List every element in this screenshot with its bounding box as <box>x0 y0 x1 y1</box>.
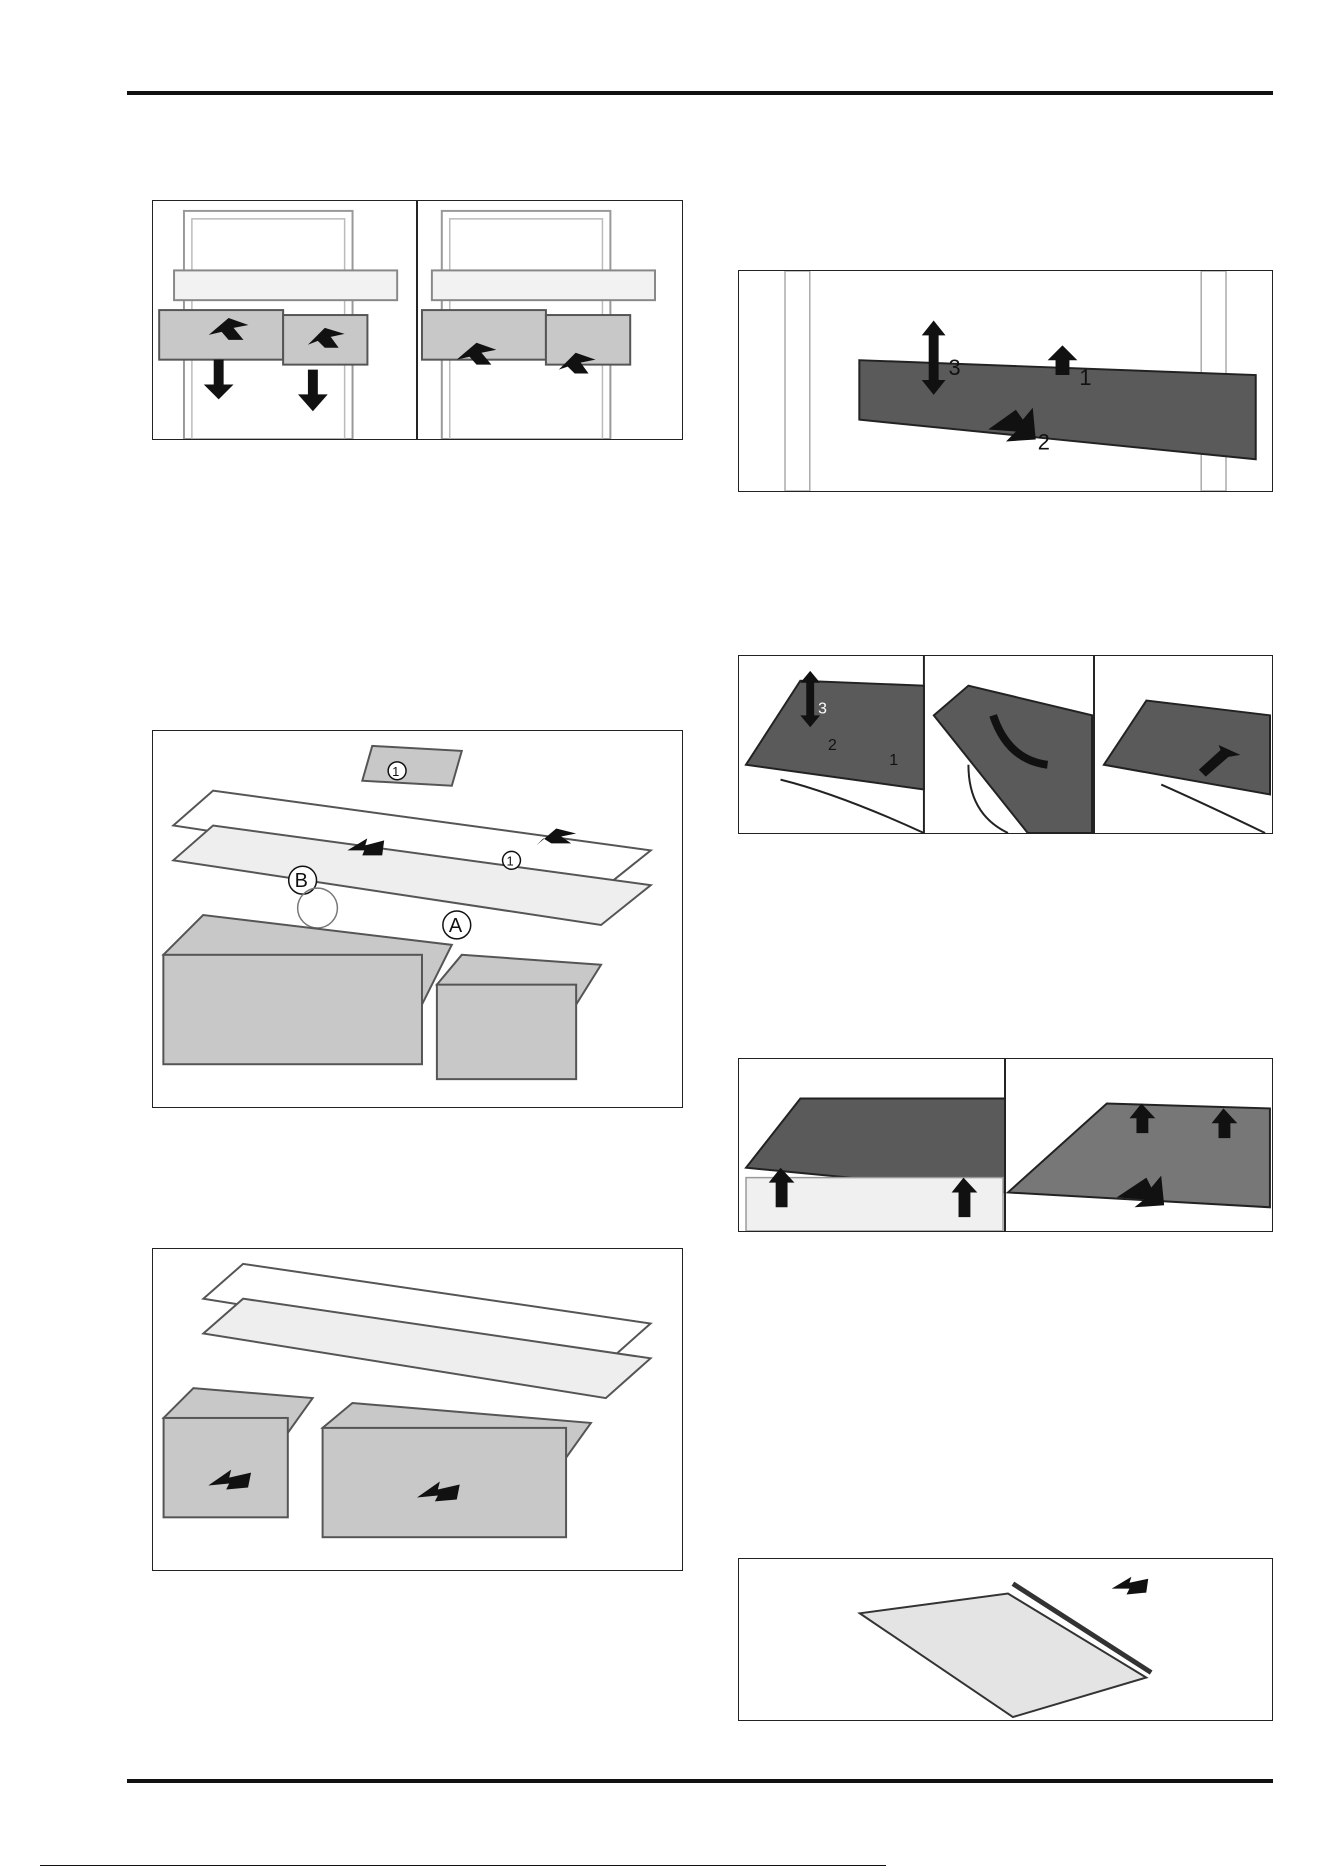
footer-rule <box>127 1779 1273 1783</box>
figure-shelf-tilt-sequence: 3 2 1 <box>738 655 1273 834</box>
callout-2: 2 <box>1038 429 1050 454</box>
callout-1-top: 1 <box>392 764 399 779</box>
callout-1-right: 1 <box>507 853 514 868</box>
callout-2: 2 <box>828 737 837 754</box>
callout-1: 1 <box>1079 365 1091 390</box>
figure-glass-shelf-removal: 3 1 2 <box>738 270 1273 492</box>
drawer-rail-illustration: 1 B 1 A <box>153 731 682 1107</box>
arrow-down-icon <box>298 370 328 412</box>
drawers-insert-illustration <box>153 1249 682 1570</box>
figure-drawers-insert <box>152 1248 683 1571</box>
double-arrow-icon <box>922 321 946 395</box>
shelf-tilt-illustration: 3 2 1 <box>739 656 1272 833</box>
arrow-down-icon <box>204 360 234 400</box>
callout-3: 3 <box>818 700 827 717</box>
shelf-strip-illustration <box>739 1559 1272 1720</box>
arrow-right-icon <box>1112 1577 1149 1595</box>
figure-shelf-edge-strip <box>738 1558 1273 1721</box>
drawers-removal-illustration <box>153 201 682 439</box>
callout-A: A <box>449 915 463 937</box>
callout-B: B <box>295 870 308 892</box>
header-rule <box>127 91 1273 95</box>
callout-3: 3 <box>949 355 961 380</box>
figure-drawers-removal <box>152 200 683 440</box>
figure-bottom-shelf-removal <box>738 1058 1273 1232</box>
footer-thin-rule <box>40 1865 886 1866</box>
figure-drawer-rail-assembly: 1 B 1 A <box>152 730 683 1108</box>
callout-1: 1 <box>889 752 898 769</box>
glass-shelf-illustration: 3 1 2 <box>739 271 1272 491</box>
bottom-shelf-illustration <box>739 1059 1272 1231</box>
